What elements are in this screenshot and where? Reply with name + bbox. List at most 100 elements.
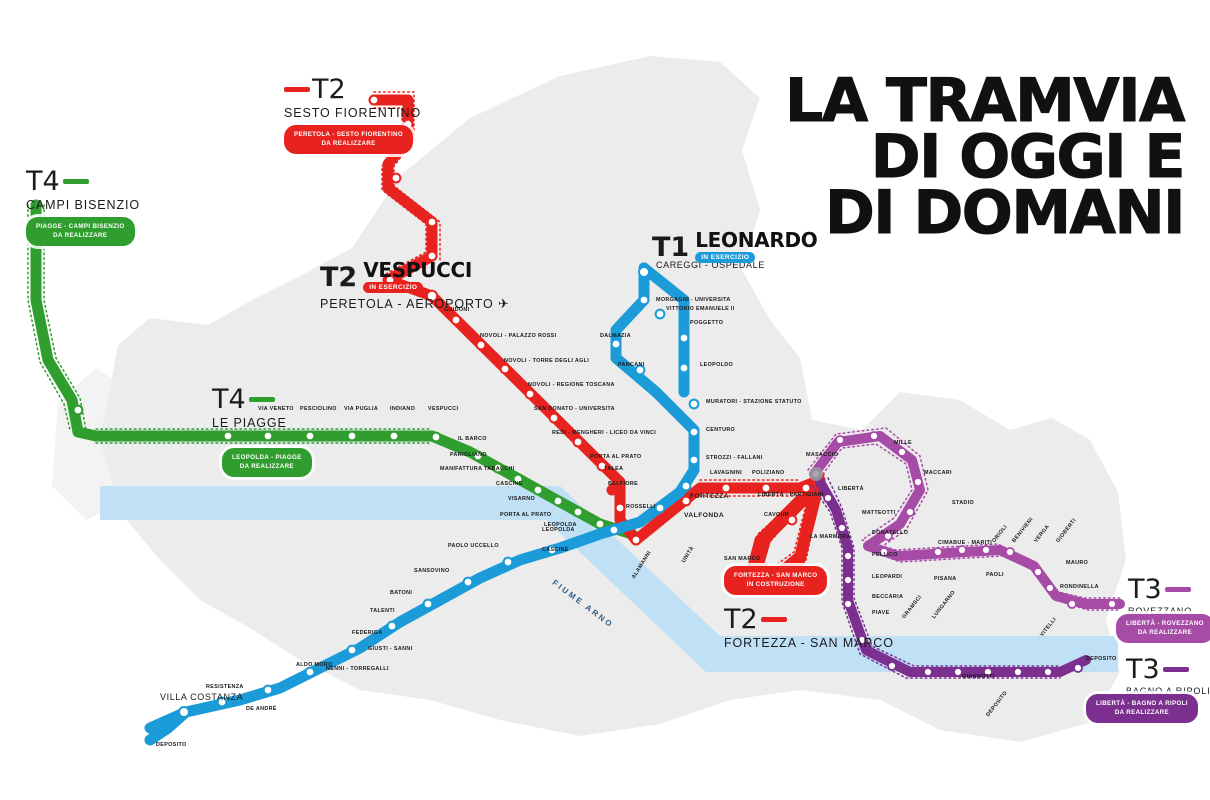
station-label-la-marmora: LA MARMORA (810, 534, 851, 540)
station-label-liberta: LIBERTÀ (838, 486, 864, 492)
station-label-cascine-t4: CASCINE (496, 481, 523, 487)
badge-t2-sanmarco[interactable]: FORTEZZA - SAN MARCO IN COSTRUZIONE (724, 566, 828, 595)
route-terminus-vespucci: PERETOLA - AEROPORTO ✈ (320, 296, 510, 311)
station-label-pesciolino: PESCIOLINO (300, 406, 337, 412)
airport-icon: ✈ (497, 296, 510, 311)
route-code-t3-rovezzano: T3 (1128, 574, 1192, 605)
badge-line1: PERETOLA - SESTO FIORENTINO (294, 131, 404, 138)
station-label-deposito-se: DEPOSITO (1086, 656, 1117, 662)
route-label-t2-vespucci[interactable]: T2 VESPUCCI IN ESERCIZIO PERETOLA - AERO… (320, 258, 510, 312)
badge-t3-rovezzano[interactable]: LIBERTÀ - ROVEZZANO DA REALIZZARE (1116, 614, 1210, 643)
title-line-1: LA TRAMVIA (784, 66, 1186, 136)
route-code-t4-campi: T4 (26, 166, 140, 197)
badge-line2: DA REALIZZARE (1137, 629, 1192, 637)
badge-line1: FORTEZZA - SAN MARCO (734, 572, 818, 579)
route-terminus-campi: CAMPI BISENZIO (26, 198, 141, 212)
station-label-giannotti: GIANNOTTI (962, 674, 995, 680)
station-label-poliziano: POLIZIANO (752, 470, 785, 476)
route-code-t4-piagge: T4 (212, 384, 287, 415)
station-label-san-donato: SAN DONATO - UNIVERSITA (534, 406, 615, 412)
station-label-matteotti: MATTEOTTI (862, 510, 896, 516)
route-label-t3-bagno[interactable]: T3 BAGNO A RIPOLI (1126, 654, 1210, 696)
station-label-manifattura: MANIFATTURA TABACCHI (440, 466, 515, 472)
route-terminus-sanmarco: FORTEZZA - SAN MARCO (724, 636, 894, 650)
route-dash-magenta (1164, 587, 1191, 592)
route-label-t3-rovezzano[interactable]: T3 ROVEZZANO (1128, 574, 1192, 616)
route-name-leonardo: LEONARDO (695, 228, 818, 252)
station-label-de-andre: DE ANDRÉ (246, 706, 277, 712)
station-label-poggetto: POGGETTO (690, 320, 724, 326)
station-label-novoli-palazzo: NOVOLI - PALAZZO ROSSI (480, 333, 557, 339)
station-label-beccaria: BECCARIA (872, 594, 904, 600)
station-label-cascine-t1: CASCINE (542, 547, 569, 553)
badge-t3-bagno[interactable]: LIBERTÀ - BAGNO A RIPOLI DA REALIZZARE (1086, 694, 1198, 723)
station-label-morgagni: MORGAGNI - UNIVERSITA (656, 297, 731, 303)
station-label-rondinella: RONDINELLA (1060, 584, 1099, 590)
route-code-t2: T2 (320, 262, 358, 293)
route-label-t2-sanmarco[interactable]: T2 FORTEZZA - SAN MARCO (724, 604, 894, 650)
badge-t4-piagge[interactable]: LEOPOLDA - PIAGGE DA REALIZZARE (222, 448, 312, 477)
station-label-cimabue: CIMABUE - MARITI (938, 540, 993, 546)
route-label-t4-piagge[interactable]: T4 LE PIAGGE (212, 384, 287, 430)
route-dash-red-2 (760, 617, 787, 622)
station-label-resistenza: RESISTENZA (206, 684, 244, 690)
route-terminus-sesto: SESTO FIORENTINO (284, 106, 422, 120)
route-dash-purple (1162, 667, 1189, 672)
route-label-t1-leonardo[interactable]: T1 LEONARDO IN ESERCIZIO (652, 228, 818, 263)
station-label-guidoni: GUIDONI (444, 307, 470, 313)
station-label-valfonda: VALFONDA (684, 512, 725, 519)
station-label-strozzi: STROZZI - FALLANI (706, 455, 763, 461)
station-label-porta-al-prato-t4: PORTA AL PRATO (500, 512, 552, 518)
badge-line2: DA REALIZZARE (321, 140, 376, 148)
station-label-pisana: PISANA (934, 576, 957, 582)
station-label-talenti: TALENTI (370, 608, 395, 614)
station-label-leopolda-t4: LEOPOLDA (542, 527, 575, 533)
route-terminus-bagno: BAGNO A RIPOLI (1126, 686, 1210, 696)
station-label-mauro: MAURO (1066, 560, 1089, 566)
page-title: LA TRAMVIA DI OGGI E DI DOMANI (784, 66, 1186, 248)
station-label-cavour: CAVOUR (764, 512, 790, 518)
badge-line1: LEOPOLDA - PIAGGE (232, 454, 302, 461)
title-line-2: DI OGGI E (870, 121, 1186, 192)
badge-t4-campi[interactable]: PIAGGE - CAMPI BISENZIO DA REALIZZARE (26, 217, 140, 246)
station-label-talea: TALEA (604, 466, 624, 472)
route-name-vespucci: VESPUCCI (363, 258, 473, 282)
route-code-t2-sanmarco: T2 (724, 604, 894, 635)
station-label-leopolda-t1: LEOPOLDA (544, 522, 577, 528)
route-dash-red (284, 87, 310, 92)
route-label-t2-sesto[interactable]: T2 SESTO FIORENTINO PERETOLA - SESTO FIO… (284, 74, 421, 154)
station-label-visarno: VISARNO (508, 496, 536, 502)
station-label-paolo-uccello: PAOLO UCCELLO (448, 543, 499, 549)
station-label-liberta-partigiani: LIBERTÀ - PARTIGIANI (758, 492, 824, 498)
station-label-dalmazia: DALMAZIA (600, 333, 631, 339)
station-label-mille: MILLE (894, 440, 912, 446)
station-label-leopoldo: LEOPOLDO (700, 362, 734, 368)
station-label-maccari: MACCARI (924, 470, 952, 476)
station-label-redi: REDI - MENGHERI - LICEO DA VINCI (552, 430, 657, 436)
station-label-porta-al-prato-t2: PORTA AL PRATO (590, 454, 642, 460)
route-code-t1: T1 (652, 232, 690, 263)
station-label-masaccio: MASACCIO (806, 452, 839, 458)
station-label-stadio: STADIO (952, 500, 975, 506)
badge-line2: DA REALIZZARE (53, 232, 108, 240)
station-label-via-puglia: VIA PUGLIA (344, 406, 379, 412)
title-line-3: DI DOMANI (824, 177, 1186, 248)
station-label-muratori: MURATORI - STAZIONE STATUTO (706, 399, 802, 405)
route-label-t4-campi[interactable]: T4 CAMPI BISENZIO PIAGGE - CAMPI BISENZI… (26, 166, 140, 246)
badge-line1: PIAGGE - CAMPI BISENZIO (36, 223, 125, 230)
station-label-federiga: FEDERIGA (352, 630, 383, 636)
station-label-il-barco: IL BARCO (458, 436, 487, 442)
station-label-sansovino: SANSOVINO (414, 568, 450, 574)
station-label-leopardi: LEOPARDI (872, 574, 903, 580)
route-terminus-rovezzano: ROVEZZANO (1128, 606, 1193, 616)
route-code-t2-sesto: T2 (284, 74, 421, 105)
badge-line1: LIBERTÀ - ROVEZZANO (1126, 620, 1204, 627)
badge-t2-sesto[interactable]: PERETOLA - SESTO FIORENTINO DA REALIZZAR… (284, 125, 421, 154)
station-label-parigliano: PARIGLIANO (450, 452, 487, 458)
station-label-san-marco: SAN MARCO (724, 556, 761, 562)
status-pill-vespucci: IN ESERCIZIO (363, 282, 424, 293)
badge-line2: DA REALIZZARE (239, 463, 294, 471)
station-label-vespucci-t4: VESPUCCI (428, 406, 459, 412)
